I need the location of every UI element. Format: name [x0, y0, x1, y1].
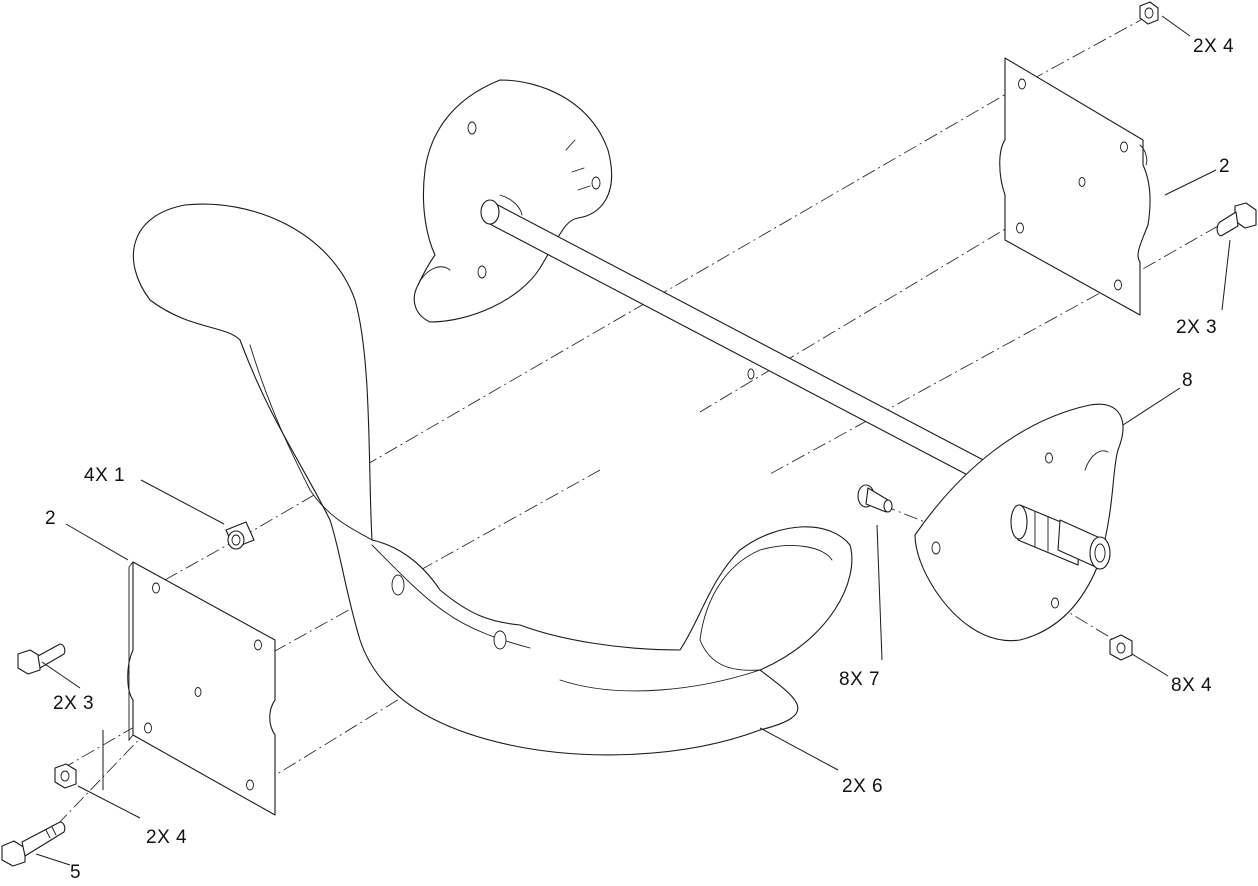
callout-plate-left: 2	[45, 508, 56, 529]
right-mounting-plate	[999, 57, 1151, 316]
left-mounting-plate	[127, 561, 276, 816]
hex-bolt-right	[1216, 202, 1257, 237]
spacer-bushing	[225, 521, 255, 550]
hex-nut-left	[54, 763, 77, 789]
callout-fitting: 8X 7	[839, 669, 880, 690]
callout-impeller-blade: 2X 6	[842, 776, 883, 797]
grease-fitting	[857, 484, 893, 513]
callout-long-bolt: 5	[70, 862, 81, 883]
hex-nut-hub	[1109, 634, 1133, 661]
hub-disc-assembly	[914, 403, 1124, 642]
callout-bolt-left: 2X 3	[53, 693, 94, 714]
impeller-shaft	[480, 194, 1011, 493]
impeller-blade	[132, 203, 853, 756]
callout-bolt-right: 2X 3	[1176, 317, 1217, 338]
hex-bolt-left	[17, 643, 66, 675]
callout-nut-left: 2X 4	[146, 827, 187, 848]
callout-spacer: 4X 1	[84, 465, 125, 486]
callout-nut-hub: 8X 4	[1171, 675, 1212, 696]
callout-labels: 2X 4 2 2X 3 8 4X 1 2 2X 3 2X 4 5 8X 7 8X…	[45, 36, 1234, 883]
leader-lines	[35, 15, 1231, 866]
callout-nut-top-right: 2X 4	[1193, 36, 1234, 57]
callout-hub-assembly: 8	[1182, 370, 1193, 391]
long-hex-bolt	[1, 821, 66, 867]
hex-nut-top-right	[1139, 1, 1159, 25]
callout-plate-right: 2	[1219, 156, 1230, 177]
